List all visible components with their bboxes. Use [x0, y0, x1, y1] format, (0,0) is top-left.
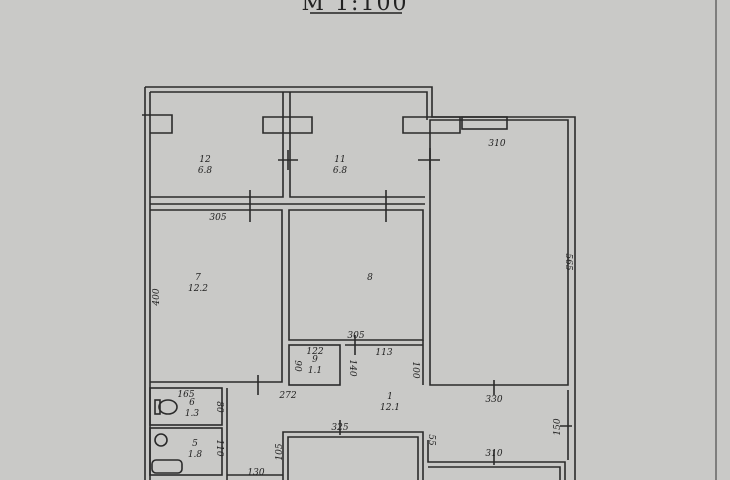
room-7-number: 7: [195, 273, 201, 283]
dim: 105: [275, 443, 285, 460]
dim: 100: [410, 361, 420, 378]
room-9-area: 1.1: [308, 366, 322, 376]
dim: 90: [292, 360, 302, 372]
dim: 305: [347, 331, 364, 341]
dim: 113: [375, 348, 392, 358]
dim: 110: [214, 439, 224, 456]
room-1-number: 1: [387, 392, 393, 402]
dim: 325: [331, 423, 348, 433]
dim: 310: [485, 449, 502, 459]
dim: 310: [488, 139, 505, 149]
dim: 565: [563, 253, 573, 270]
walls: [142, 86, 576, 480]
dim: 130: [247, 468, 264, 478]
room-6-number: 6: [189, 398, 195, 408]
room-6-area: 1.3: [185, 409, 200, 419]
dim: 140: [347, 359, 357, 376]
dim: 330: [485, 395, 502, 405]
dim: 150: [553, 418, 563, 435]
bathtub-icon: [151, 459, 183, 474]
room-7-area: 12.2: [188, 284, 208, 294]
room-12-number: 12: [199, 155, 211, 165]
room-5-number: 5: [192, 439, 198, 449]
toilet-icon: [154, 399, 161, 415]
room-9-number: 9: [312, 355, 318, 365]
dim: 400: [152, 288, 162, 306]
room-5-area: 1.8: [188, 450, 203, 460]
room-11-area: 6.8: [333, 166, 348, 176]
sink-icon: [154, 433, 168, 447]
dim: 80: [214, 401, 224, 413]
dim: 272: [278, 391, 296, 401]
dim: 122: [306, 347, 323, 357]
room-12-area: 6.8: [198, 166, 213, 176]
room-8-number: 8: [367, 273, 373, 283]
dim: 165: [177, 390, 194, 400]
room-1-area: 12.1: [380, 403, 400, 413]
scale-title: М 1:100: [302, 0, 409, 16]
dimension-labels: 310 565 305 400 305 122 90 140 113 100 2…: [152, 139, 573, 478]
room-labels: 12 6.8 11 6.8 7 12.2 8 9 1.1 1 12.1 6 1.…: [185, 155, 400, 460]
room-11-number: 11: [334, 155, 345, 165]
dim: 55: [426, 434, 436, 446]
dim: 305: [209, 213, 226, 223]
